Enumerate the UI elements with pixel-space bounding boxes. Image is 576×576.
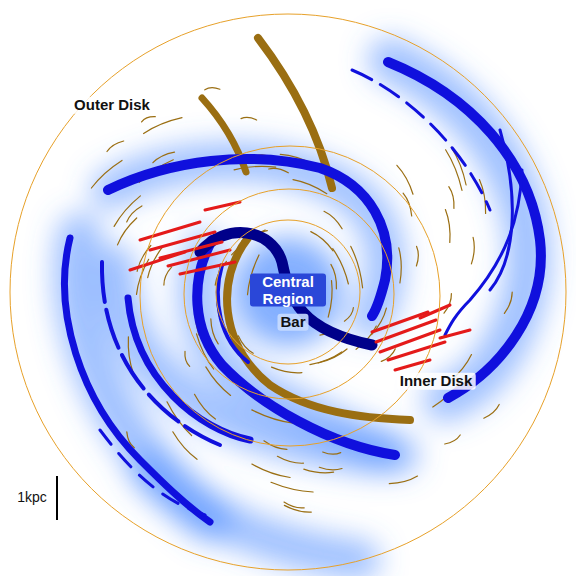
dust-streak [416,246,418,266]
dust-streak [399,248,401,283]
dust-streak [504,292,512,313]
dust-streak [397,165,413,194]
dust-streak [205,88,220,90]
dust-streak [328,281,332,318]
arm-glow [76,60,529,560]
dust-streak [211,319,218,344]
dust-streak [185,351,190,366]
dust-streak [351,246,363,287]
spiral-arms [65,62,541,522]
dust-streak [444,294,451,314]
dust-streak [311,232,333,251]
dust-streak [323,452,341,454]
region-circles [10,14,566,570]
dust-streak [277,456,303,463]
dust-streak [164,267,172,285]
dust-lanes [91,38,512,512]
dust-streak [449,187,454,209]
dust-streak [241,117,257,120]
dust-streak [403,193,412,216]
dust-streak [344,308,353,322]
dust-streak [484,405,499,419]
dust-streak [271,482,313,492]
dust-streak [272,367,302,373]
dust-streak [127,206,142,222]
dust-streak [142,117,156,122]
dust-streak [389,476,417,484]
dust-streak [445,210,450,243]
dust-streak [471,237,474,264]
dust-streak [333,249,349,284]
region-label: Inner Disk [397,373,476,390]
region-label: Outer Disk [71,97,153,114]
region-label: Central Region [250,274,326,307]
scale-bar [56,476,58,520]
dust-streak [284,502,304,508]
dust-streak [252,464,290,477]
dust-streak [324,211,342,229]
dust-streak [284,505,311,512]
dust-streak [144,118,182,134]
dust-streak [319,467,342,470]
dust-streak [318,349,347,363]
scale-label: 1kpc [14,490,50,505]
dust-streak [269,168,289,172]
dust-streak [173,432,197,460]
star-forming-streaks [130,202,470,370]
region-label: Bar [277,314,308,331]
dust-streak [479,180,485,214]
dust-streak [107,141,124,152]
dust-streak [445,435,461,444]
